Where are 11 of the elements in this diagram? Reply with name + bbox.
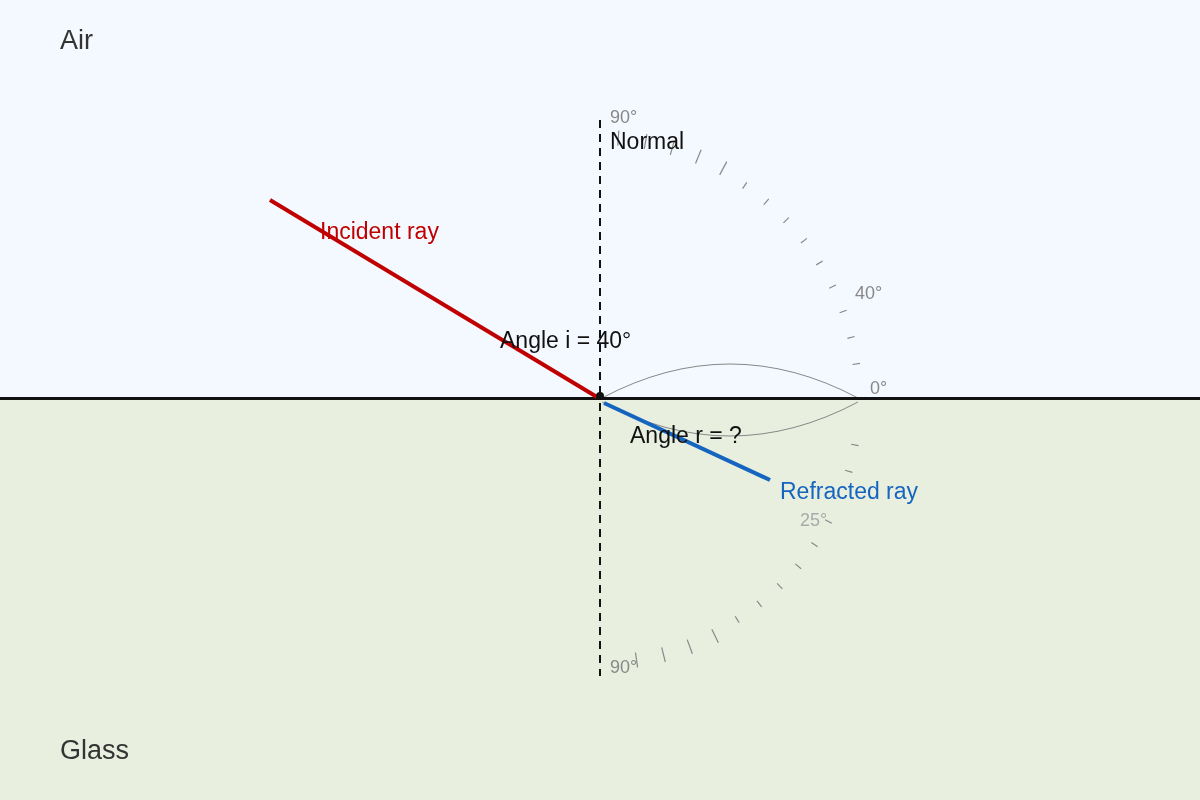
medium-label: Glass [60,735,130,767]
angle-scale-label: 0° [870,378,888,399]
angle-label: Angle i = 40° [500,327,632,354]
angle-scale-label: 40° [855,283,883,304]
angle-scale-label: 90° [610,657,638,678]
medium-label: Air [60,25,93,57]
normal-label: Normal [610,128,685,155]
ray-label: Refracted ray [780,478,919,505]
ray-label: Incident ray [320,218,439,245]
angle-scale-label: 90° [610,107,638,128]
angle-scale-label: 25° [800,510,828,531]
